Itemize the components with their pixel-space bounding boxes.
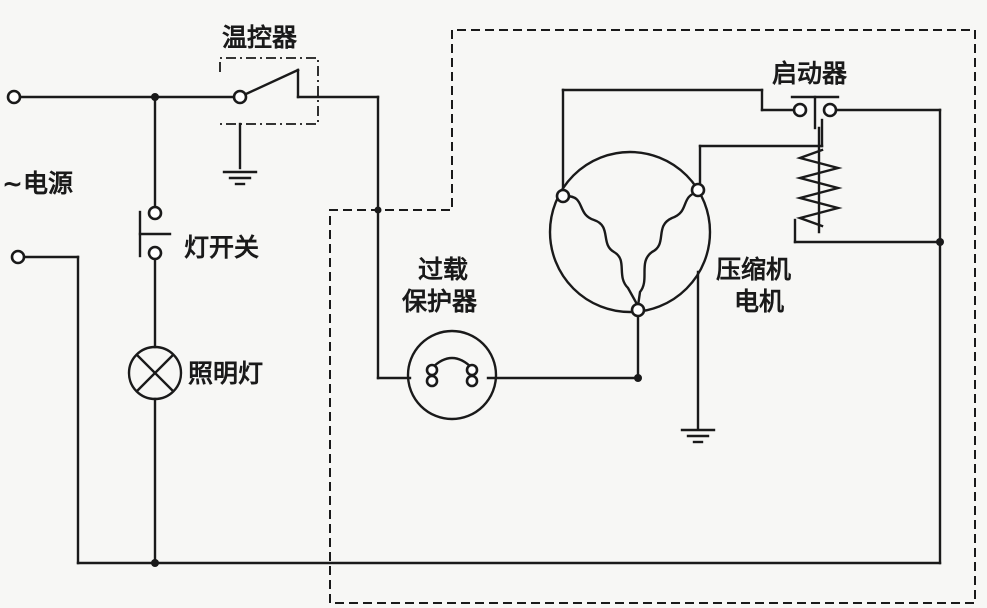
lamp <box>127 345 183 401</box>
compressor-label-line1: 压缩机 <box>716 255 791 284</box>
overload-protector <box>406 329 498 421</box>
power-terminal-bottom <box>10 249 26 265</box>
power-terminals <box>6 89 26 265</box>
compressor-motor <box>548 150 716 444</box>
overload-housing <box>406 329 498 421</box>
junction-bottom-return <box>151 559 159 567</box>
thermostat <box>219 57 319 186</box>
overload-label-line2: 保护器 <box>401 287 478 316</box>
power-terminal-top <box>6 89 22 105</box>
junction-coil-return <box>936 238 944 246</box>
light-switch-contact-bottom <box>147 245 163 261</box>
motor-winding-start <box>564 194 640 308</box>
motor-terminal-run <box>690 182 706 198</box>
thermostat-label: 温控器 <box>222 23 298 52</box>
starter-contact-left <box>792 102 808 118</box>
lamp-cross-2 <box>135 353 175 393</box>
overload-contact-4 <box>465 374 479 388</box>
overload-contact-3 <box>465 363 479 377</box>
thermostat-housing <box>219 57 319 125</box>
starter-relay <box>790 95 843 234</box>
lamp-label: 照明灯 <box>188 359 263 388</box>
junction-nodes <box>151 93 944 567</box>
light-switch-contact-top <box>147 205 163 221</box>
overload-bimetal <box>430 356 474 370</box>
junction-top-supply <box>151 93 159 101</box>
overload-contact-1 <box>425 363 439 377</box>
compressor-label-line2: 电机 <box>734 287 784 316</box>
motor-winding-run <box>636 190 700 308</box>
motor-housing <box>548 150 712 314</box>
dashed-frame-path <box>329 29 976 604</box>
junction-overload-feed <box>374 206 382 214</box>
lamp-circle <box>127 345 183 401</box>
overload-contact-2 <box>425 374 439 388</box>
light-switch <box>138 205 172 261</box>
wiring <box>16 29 976 604</box>
power-source-label: ~电源 <box>2 169 73 198</box>
overload-label-line1: 过载 <box>418 255 468 284</box>
thermostat-switch-arm <box>244 68 300 96</box>
starter-contact-right <box>822 102 838 118</box>
starter-coil <box>795 148 843 228</box>
motor-terminal-start <box>555 188 571 204</box>
thermostat-contact-left <box>232 89 248 105</box>
junction-motor-common <box>634 374 642 382</box>
motor-terminal-common <box>630 302 646 318</box>
light-switch-label: 灯开关 <box>184 233 259 262</box>
starter-label: 启动器 <box>772 59 848 88</box>
